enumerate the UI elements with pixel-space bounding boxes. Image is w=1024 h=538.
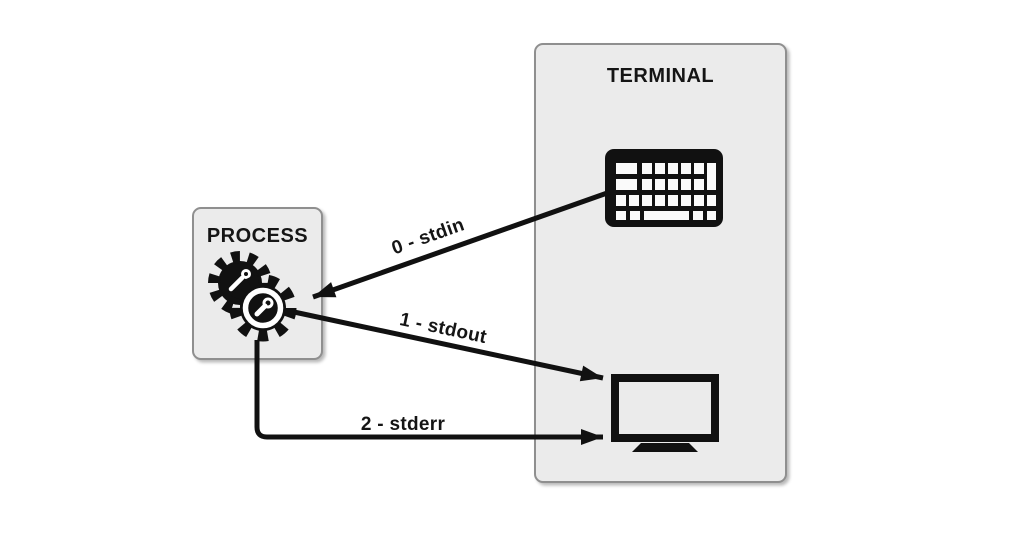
- keyboard-icon: [605, 149, 723, 227]
- gears-icon: [208, 251, 297, 342]
- stdin-label: 0 - stdin: [389, 214, 467, 259]
- terminal-box: TERMINAL: [534, 43, 787, 483]
- terminal-title: TERMINAL: [606, 65, 715, 87]
- stderr-label: 2 - stderr: [361, 414, 446, 435]
- monitor-icon: [611, 374, 719, 452]
- stderr-arrow: [254, 340, 603, 445]
- process-box: PROCESS: [192, 207, 323, 360]
- stdin-arrow: [312, 189, 611, 300]
- process-title: PROCESS: [206, 225, 309, 247]
- stdout-arrow: [293, 309, 604, 382]
